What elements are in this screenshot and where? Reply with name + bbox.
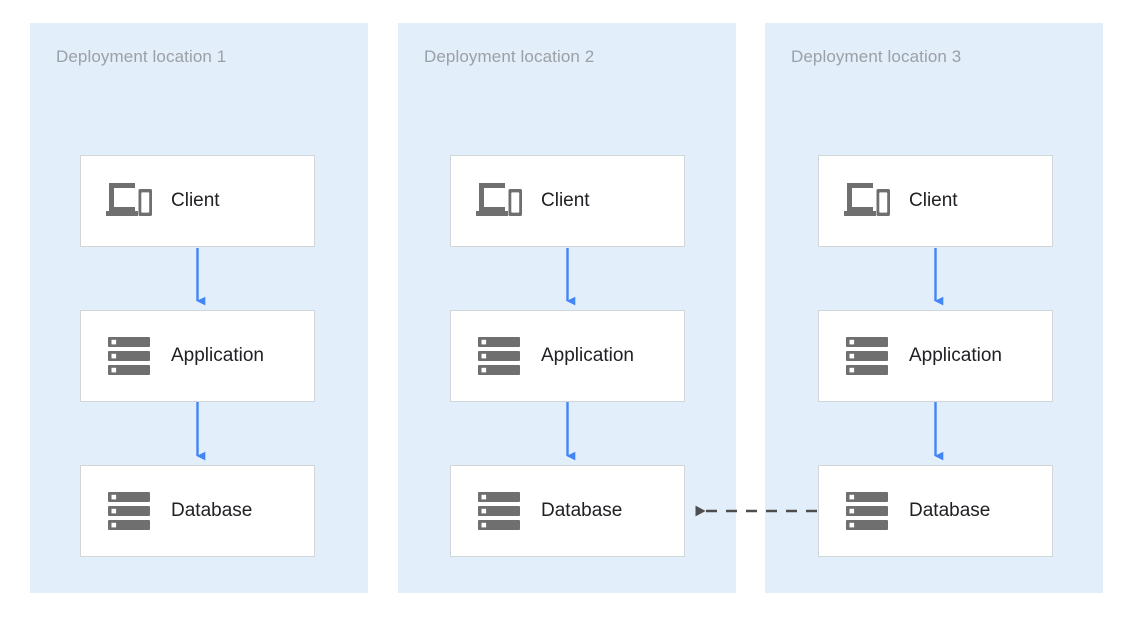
- node-client-location-2[interactable]: Client: [450, 155, 685, 247]
- node-label: Application: [909, 345, 1002, 366]
- zone-3-title: Deployment location 3: [791, 47, 962, 66]
- devices-icon: [473, 175, 525, 227]
- node-application-location-2[interactable]: Application: [450, 310, 685, 402]
- node-label: Client: [909, 190, 958, 211]
- node-client-location-1[interactable]: Client: [80, 155, 315, 247]
- node-database-location-1[interactable]: Database: [80, 465, 315, 557]
- zone-1-title: Deployment location 1: [56, 47, 227, 66]
- node-application-location-1[interactable]: Application: [80, 310, 315, 402]
- server-icon: [103, 485, 155, 537]
- node-database-location-3[interactable]: Database: [818, 465, 1053, 557]
- server-icon: [841, 485, 893, 537]
- node-label: Database: [171, 500, 253, 521]
- server-icon: [841, 330, 893, 382]
- node-label: Database: [541, 500, 623, 521]
- zone-2-title: Deployment location 2: [424, 47, 595, 66]
- devices-icon: [103, 175, 155, 227]
- devices-icon: [841, 175, 893, 227]
- node-database-location-2[interactable]: Database: [450, 465, 685, 557]
- node-label: Application: [171, 345, 264, 366]
- server-icon: [473, 330, 525, 382]
- node-label: Client: [541, 190, 590, 211]
- server-icon: [103, 330, 155, 382]
- server-icon: [473, 485, 525, 537]
- node-label: Database: [909, 500, 991, 521]
- node-client-location-3[interactable]: Client: [818, 155, 1053, 247]
- node-label: Application: [541, 345, 634, 366]
- node-application-location-3[interactable]: Application: [818, 310, 1053, 402]
- node-label: Client: [171, 190, 220, 211]
